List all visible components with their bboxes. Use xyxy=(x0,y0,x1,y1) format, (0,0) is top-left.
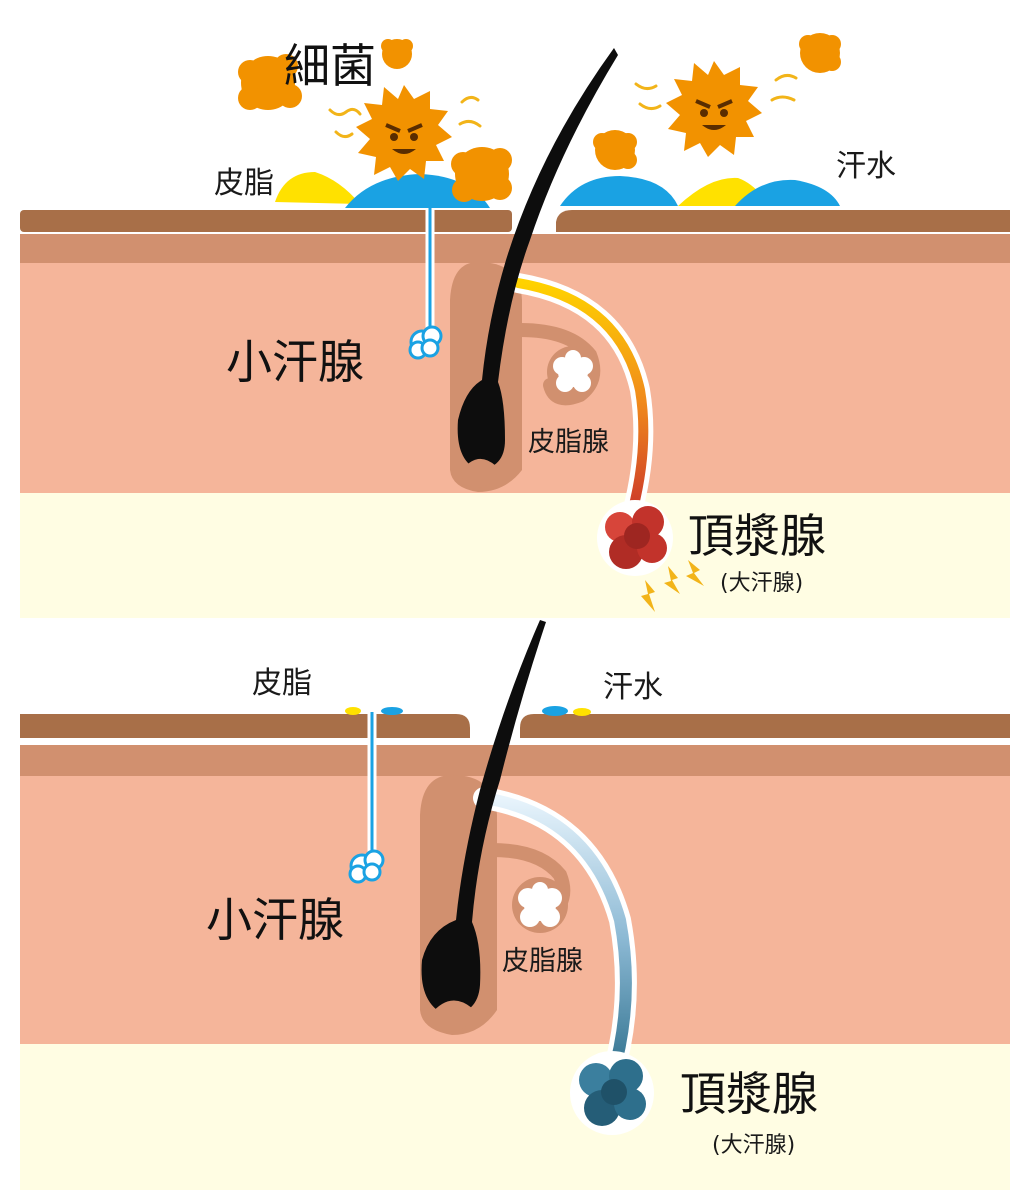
apocrine-note: (大汗腺) xyxy=(712,1133,795,1158)
stink-lines xyxy=(328,73,798,139)
epidermis-right xyxy=(520,714,1010,738)
subcutis-layer xyxy=(20,492,1010,618)
sweat-drop-small xyxy=(381,707,403,715)
hair-bulb xyxy=(429,1000,473,1032)
sebum-label: 皮脂 xyxy=(214,166,274,201)
hair-shaft xyxy=(457,48,618,470)
sebum-drop-small xyxy=(345,707,361,715)
sebum-drop-small xyxy=(573,708,591,716)
subcutis-layer xyxy=(20,1043,1010,1190)
sweat-drop-right xyxy=(735,179,840,206)
top-panel: 細菌 皮脂 汗水 小汗腺 皮脂腺 頂漿腺 (大汗腺) xyxy=(20,33,1010,618)
eccrine-label: 小汗腺 xyxy=(226,335,364,389)
apocrine-duct xyxy=(513,278,649,525)
eccrine-coil xyxy=(348,849,385,884)
bacteria-label: 細菌 xyxy=(284,39,376,93)
apocrine-gland-calm xyxy=(570,1051,654,1135)
bottom-panel: 皮脂 汗水 小汗腺 皮脂腺 頂漿腺 (大汗腺) xyxy=(20,620,1010,1190)
sebum-drop-left xyxy=(275,172,360,204)
sebaceous-label: 皮脂腺 xyxy=(502,946,583,977)
hair-shaft xyxy=(421,620,546,1016)
sebum-label: 皮脂 xyxy=(252,666,312,701)
germ-ball-icon xyxy=(451,147,512,202)
epidermis-left xyxy=(20,714,470,738)
lightning-icon xyxy=(641,560,704,612)
sebaceous-label: 皮脂腺 xyxy=(528,427,609,458)
second-skin-layer xyxy=(20,745,1010,776)
apocrine-gland-active xyxy=(597,500,673,576)
epidermis-left xyxy=(20,210,512,232)
germ-face-icon xyxy=(356,85,452,181)
sweat-label: 汗水 xyxy=(603,670,663,705)
eccrine-label: 小汗腺 xyxy=(206,893,344,947)
apocrine-note: (大汗腺) xyxy=(720,571,803,596)
hair-bulb xyxy=(461,458,497,488)
bacteria-cluster xyxy=(238,33,841,202)
germ-ball-icon xyxy=(799,33,841,73)
apocrine-duct xyxy=(478,792,632,1084)
sweat-drop-small xyxy=(542,706,568,716)
germ-face-icon xyxy=(666,61,762,157)
sebum-blob xyxy=(518,882,562,927)
epidermis-right xyxy=(556,210,1010,232)
sebum-blob xyxy=(553,350,593,392)
apocrine-label: 頂漿腺 xyxy=(688,509,826,563)
sweat-drop-mid xyxy=(560,176,678,206)
sweat-label: 汗水 xyxy=(836,149,896,184)
germ-ball-icon xyxy=(238,54,302,110)
germ-ball-icon xyxy=(593,130,637,170)
germ-ball-icon xyxy=(381,39,413,69)
eccrine-coil xyxy=(408,325,443,360)
sweat-drop-left xyxy=(345,174,490,208)
apocrine-label: 頂漿腺 xyxy=(680,1067,818,1121)
